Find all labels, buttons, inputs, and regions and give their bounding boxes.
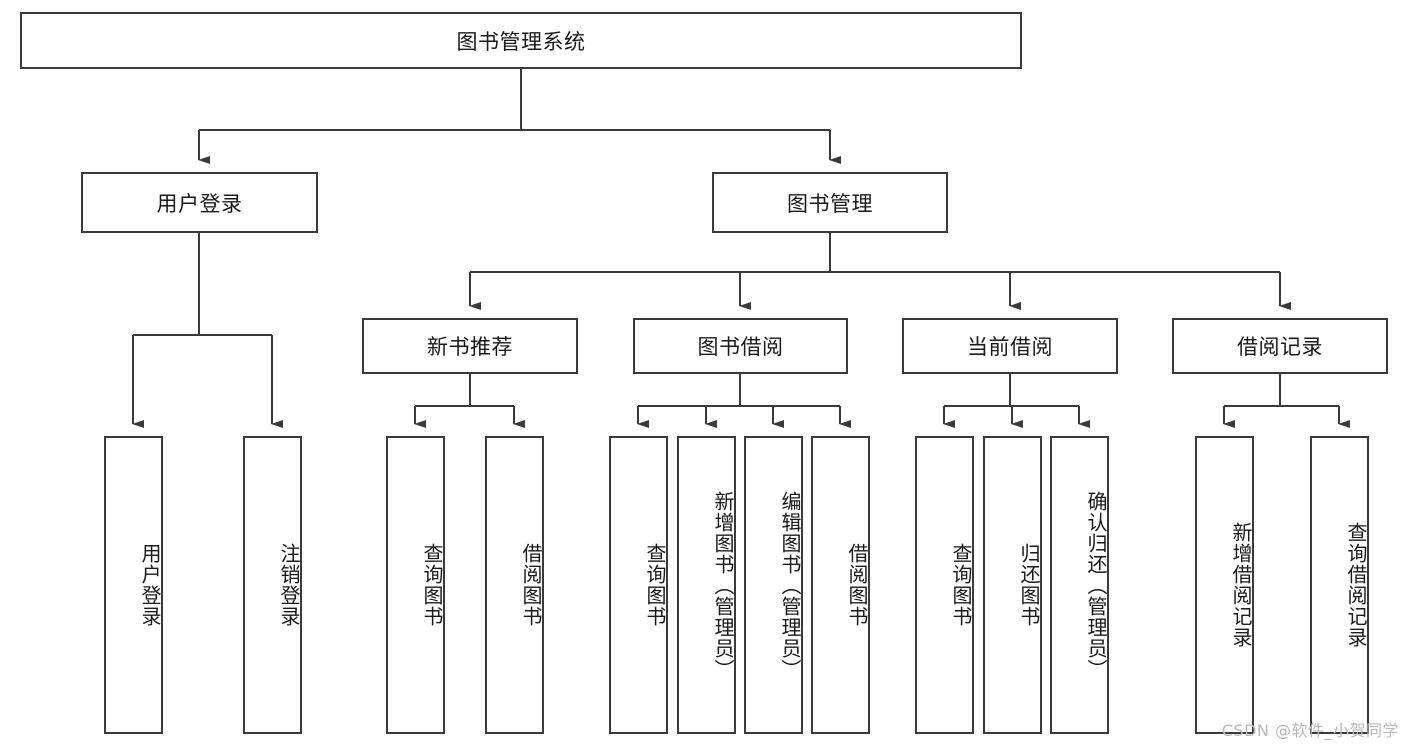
node-new-book-recommend[interactable]: 新书推荐: [362, 318, 578, 374]
node-leaf-query-book-recommend-label: 查询图书: [420, 543, 444, 627]
node-leaf-query-borrow-record-label: 查询借阅记录: [1344, 522, 1368, 648]
node-leaf-borrow-book-label: 借阅图书: [845, 543, 869, 627]
node-leaf-query-book-borrow-label: 查询图书: [643, 543, 667, 627]
node-new-book-recommend-label: 新书推荐: [427, 335, 513, 359]
node-leaf-edit-book-admin-label: 编辑图书（管理员）: [778, 490, 802, 680]
node-leaf-borrow-book[interactable]: 借阅图书: [811, 436, 870, 734]
node-leaf-add-borrow-record[interactable]: 新增借阅记录: [1195, 436, 1254, 734]
node-leaf-query-borrow-record[interactable]: 查询借阅记录: [1310, 436, 1369, 734]
node-leaf-logout-login-label: 注销登录: [277, 543, 301, 627]
node-leaf-query-book-recommend[interactable]: 查询图书: [386, 436, 445, 734]
node-book-manage-label: 图书管理: [787, 191, 873, 216]
node-leaf-return-book[interactable]: 归还图书: [983, 436, 1042, 734]
node-root-label: 图书管理系统: [456, 29, 586, 54]
node-leaf-confirm-return-admin[interactable]: 确认归还（管理员）: [1050, 436, 1109, 734]
node-leaf-add-book-admin[interactable]: 新增图书（管理员）: [677, 436, 736, 734]
node-book-manage[interactable]: 图书管理: [712, 172, 948, 233]
node-leaf-query-book-current-label: 查询图书: [949, 543, 973, 627]
node-leaf-query-book-borrow[interactable]: 查询图书: [609, 436, 668, 734]
node-user-login-label: 用户登录: [156, 191, 243, 216]
node-leaf-logout-login[interactable]: 注销登录: [243, 436, 302, 734]
node-leaf-edit-book-admin[interactable]: 编辑图书（管理员）: [744, 436, 803, 734]
node-book-borrow-label: 图书借阅: [697, 335, 784, 359]
node-leaf-confirm-return-admin-label: 确认归还（管理员）: [1084, 490, 1108, 680]
node-leaf-user-login-label: 用户登录: [138, 543, 162, 627]
node-leaf-user-login[interactable]: 用户登录: [104, 436, 163, 734]
node-current-borrow[interactable]: 当前借阅: [902, 318, 1118, 374]
node-current-borrow-label: 当前借阅: [967, 335, 1053, 359]
node-leaf-borrow-book-recommend[interactable]: 借阅图书: [485, 436, 544, 734]
node-borrow-record[interactable]: 借阅记录: [1172, 318, 1388, 374]
node-user-login[interactable]: 用户登录: [81, 172, 318, 233]
node-leaf-return-book-label: 归还图书: [1017, 543, 1041, 627]
node-book-borrow[interactable]: 图书借阅: [633, 318, 848, 374]
watermark-label: CSDN @软件_小贺同学: [1221, 721, 1399, 740]
node-leaf-query-book-current[interactable]: 查询图书: [915, 436, 974, 734]
node-borrow-record-label: 借阅记录: [1237, 335, 1323, 359]
node-leaf-borrow-book-recommend-label: 借阅图书: [519, 543, 543, 627]
node-root[interactable]: 图书管理系统: [20, 12, 1022, 69]
node-leaf-add-book-admin-label: 新增图书（管理员）: [711, 490, 735, 680]
node-leaf-add-borrow-record-label: 新增借阅记录: [1229, 522, 1253, 648]
